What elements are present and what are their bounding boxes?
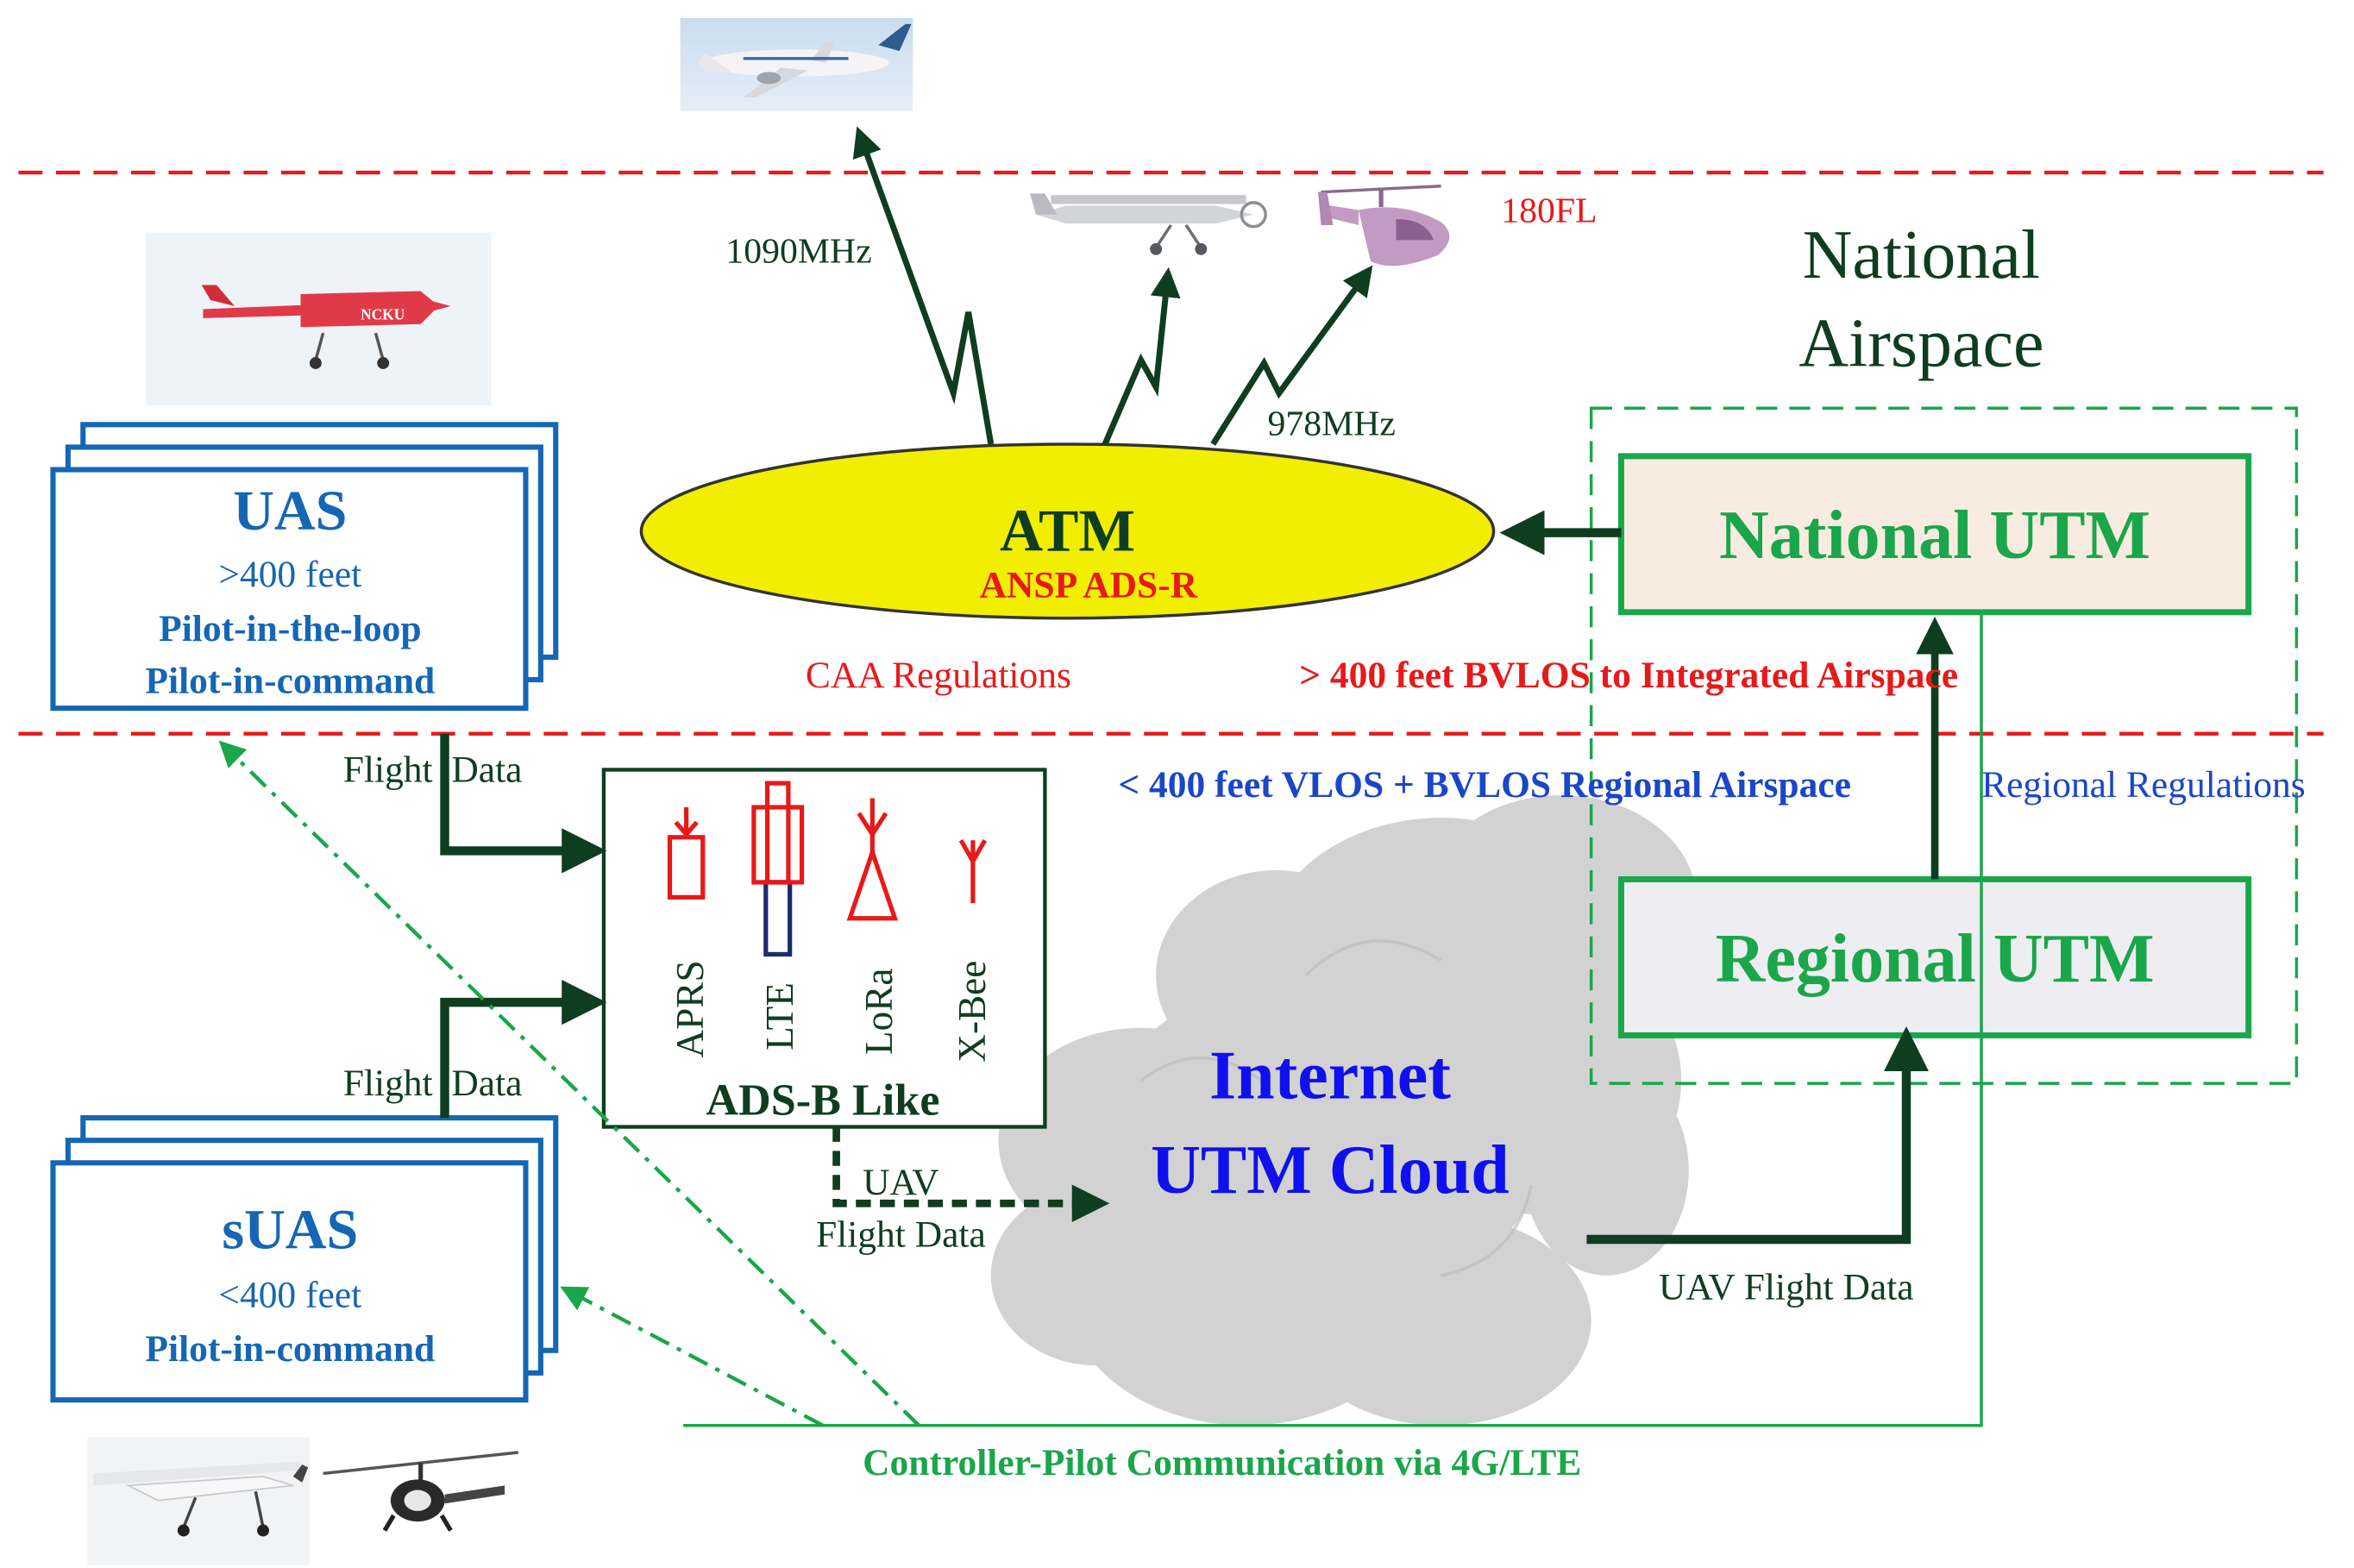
controller-pilot-to-uas-arrow: [218, 740, 920, 1427]
freq-978-label: 978MHz: [1267, 405, 1395, 444]
lora-antenna-icon: [846, 798, 899, 921]
flight-data-top-label: Flight Data: [343, 749, 523, 790]
national-airspace-title-line2: Airspace: [1798, 305, 2043, 381]
adsb-antenna-label-lora: LoRa: [857, 969, 901, 1055]
vlos-regional-label: < 400 feet VLOS + BVLOS Regional Airspac…: [1118, 764, 1851, 806]
adsb-title: ADS-B Like: [706, 1076, 939, 1126]
atm-to-airliner-link: [852, 126, 995, 445]
helicopter-photo-icon: [1318, 184, 1450, 267]
atm-to-helicopter-link: [1210, 265, 1373, 446]
adsb-antenna-label-aprs: APRS: [669, 960, 712, 1057]
xbee-antenna-icon: [958, 838, 988, 904]
uav-flight-data-right-label: UAV Flight Data: [1659, 1267, 1914, 1308]
adsb-antenna-label-xbee: X-Bee: [951, 961, 994, 1063]
atm-title: ATM: [1000, 498, 1135, 564]
suas-rotor-photo-icon: [323, 1451, 518, 1532]
atm-subtitle: ANSP ADS-R: [980, 564, 1198, 605]
utm-cloud: [990, 795, 1697, 1426]
national-utm-label: National UTM: [1719, 498, 2150, 574]
freq-1090-label: 1090MHz: [725, 231, 871, 271]
uas-title: UAS: [233, 480, 347, 543]
uas-box: [50, 422, 559, 712]
cloud-to-regional-arrow: [1586, 1025, 1930, 1245]
atm-to-light-aircraft-link: [1102, 267, 1181, 446]
national-airspace-title-line1: National: [1803, 217, 2041, 293]
suas-title: sUAS: [222, 1198, 358, 1261]
suas-pilot-in-command: Pilot-in-command: [145, 1328, 435, 1370]
regional-utm-label: Regional UTM: [1716, 921, 2155, 997]
suas-altitude: <400 feet: [218, 1274, 361, 1315]
svg-text:NCKU: NCKU: [361, 307, 405, 323]
flight-level-label: 180FL: [1501, 191, 1597, 230]
atm-ellipse: [639, 442, 1496, 620]
lte-antenna-icon: [751, 781, 805, 957]
bvlos-integrated-label: > 400 feet BVLOS to Integrated Airspace: [1299, 655, 1958, 696]
light-aircraft-photo-icon: [1030, 193, 1267, 255]
uas-to-adsb-arrow: [440, 733, 607, 874]
uav-flight-data-label-line1: UAV: [863, 1162, 939, 1203]
caa-regulations-label: CAA Regulations: [806, 655, 1071, 696]
controller-pilot-loop-line: [683, 612, 1983, 1427]
uas-pilot-in-the-loop: Pilot-in-the-loop: [159, 608, 421, 649]
uas-altitude: >400 feet: [218, 554, 361, 595]
adsb-antenna-label-lte: LTE: [758, 982, 801, 1051]
flight-data-bottom-label: Flight Data: [343, 1063, 523, 1104]
controller-pilot-to-suas-arrow: [560, 1286, 824, 1427]
controller-pilot-label: Controller-Pilot Communication via 4G/LT…: [863, 1442, 1581, 1483]
adsb-to-cloud-arrow: [832, 1126, 1110, 1222]
suas-box: [50, 1115, 559, 1403]
internet-label: Internet: [1209, 1038, 1451, 1113]
uav-flight-data-label-line2: Flight Data: [816, 1214, 986, 1256]
uas-drone-photo-icon: NCKU: [146, 232, 492, 405]
national-airspace-boundary: [1589, 406, 2299, 1085]
airliner-photo-icon: [680, 17, 913, 111]
suas-to-adsb-arrow: [440, 980, 607, 1119]
regional-regulations-label: Regional Regulations: [1981, 764, 2306, 806]
suas-fixed-wing-photo-icon: [87, 1437, 310, 1565]
national-utm-box: [1617, 453, 2252, 616]
aprs-antenna-icon: [667, 806, 706, 900]
utm-cloud-label: UTM Cloud: [1151, 1132, 1510, 1208]
adsb-box: [601, 768, 1047, 1129]
uas-pilot-in-command: Pilot-in-command: [145, 661, 435, 702]
